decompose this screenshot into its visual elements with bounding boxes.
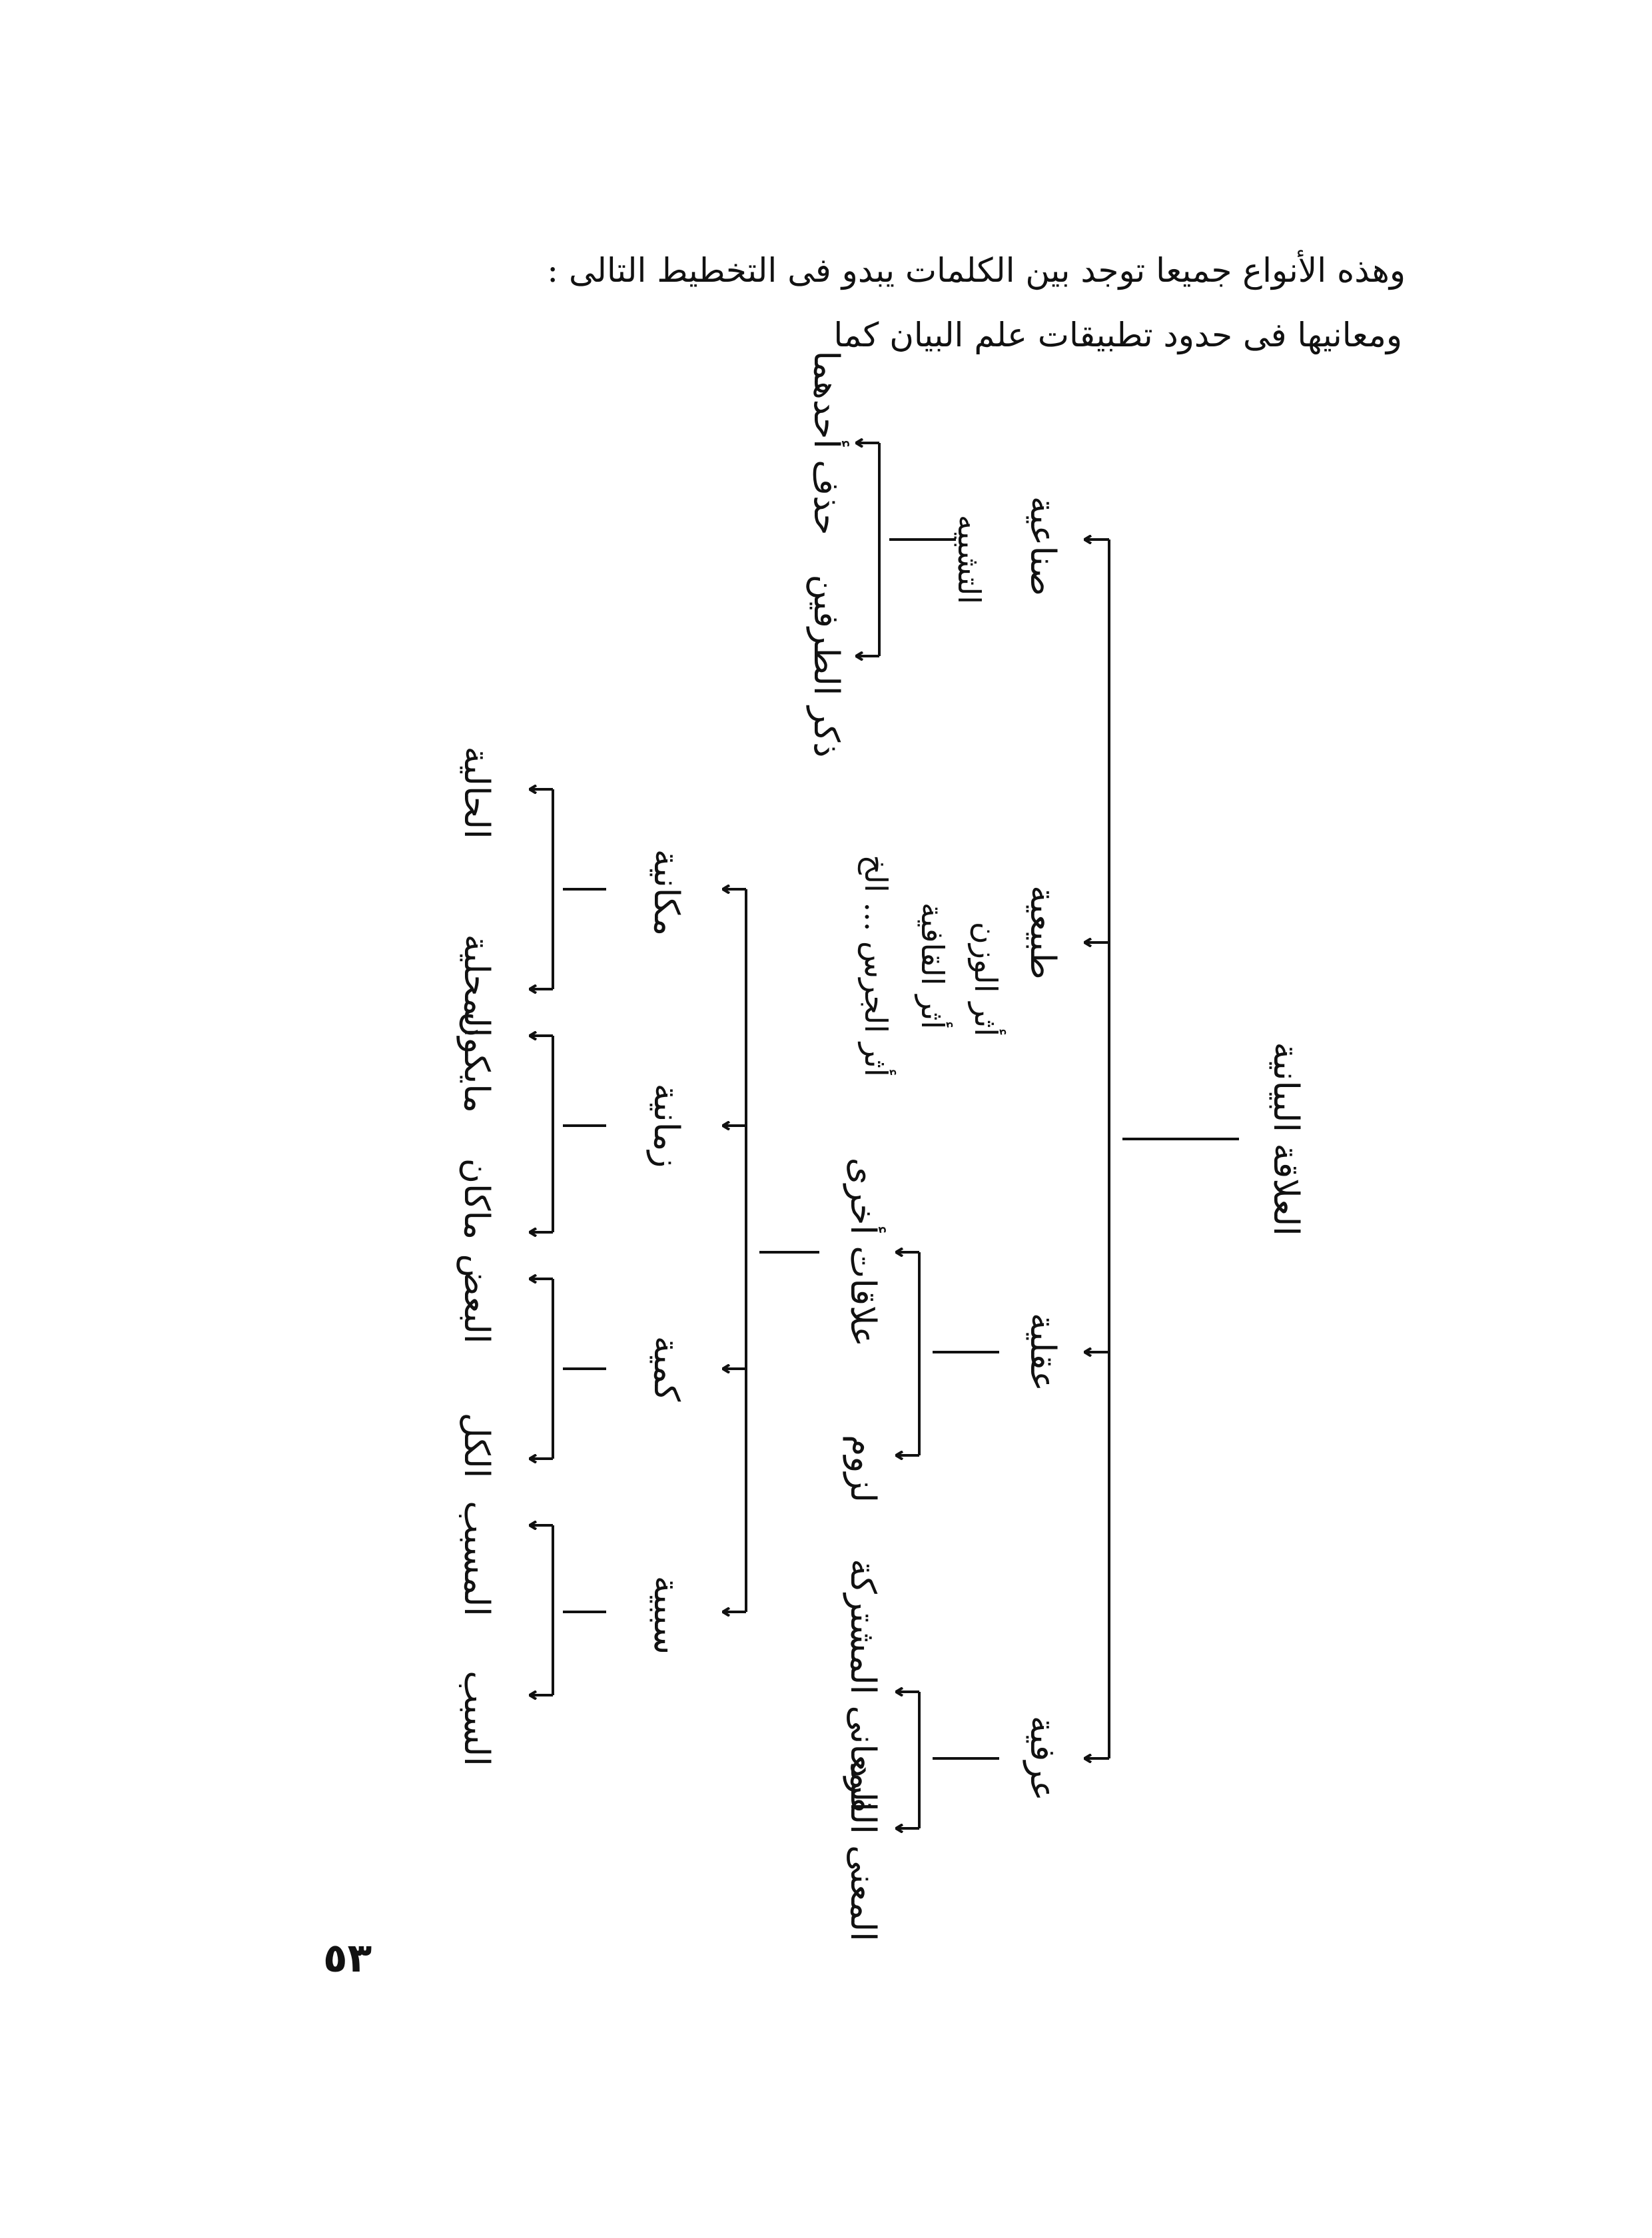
label-kammiya: كمية — [646, 1335, 686, 1402]
label-other-relations: علاقات أخرى — [843, 1157, 883, 1347]
label-sinaiya: صناعية — [1023, 496, 1062, 597]
label-aqliya: عقلية — [1023, 1312, 1062, 1392]
label-kan: ماكان — [456, 1158, 496, 1240]
label-tashbih: التشبيه — [951, 514, 987, 605]
label-baad: البعض — [456, 1254, 496, 1344]
label-qafiya: أثر القافية — [915, 902, 951, 1030]
label-tabiiya: طبيعية — [1023, 885, 1062, 980]
root-label: العلاقة البيانية — [1266, 1042, 1306, 1236]
label-sababiya: سببية — [646, 1575, 686, 1655]
label-yakun: مايكون — [456, 1012, 496, 1113]
label-hal: الحالية — [456, 746, 496, 839]
label-kull: الكل — [456, 1412, 496, 1479]
label-makaniya: مكانية — [646, 849, 686, 936]
label-urfiya: عرفية — [1023, 1715, 1062, 1802]
label-sabab: السبب — [456, 1671, 496, 1766]
page-number: ٥٣ — [323, 1935, 372, 1982]
label-zamaniya: زمانية — [646, 1083, 686, 1168]
label-dhikr: ذكر الطرفين — [806, 574, 846, 758]
label-fard: المعنى الفرد — [843, 1762, 883, 1942]
intro-line-1: وهذه الأنواع جميعا توجد بين الكلمات يبدو… — [547, 251, 1406, 290]
label-jaras: أثر الجرس ... الخ — [858, 855, 894, 1077]
label-luzum: لزوم — [843, 1435, 883, 1503]
label-musabbab: المسبب — [456, 1501, 496, 1617]
label-hadhf: حذف أحدهما — [806, 350, 846, 536]
label-wazn: أثر الوزن — [968, 921, 1004, 1037]
intro-line-2: ومعانيها فى حدود تطبيقات علم البيان كما — [833, 316, 1402, 354]
